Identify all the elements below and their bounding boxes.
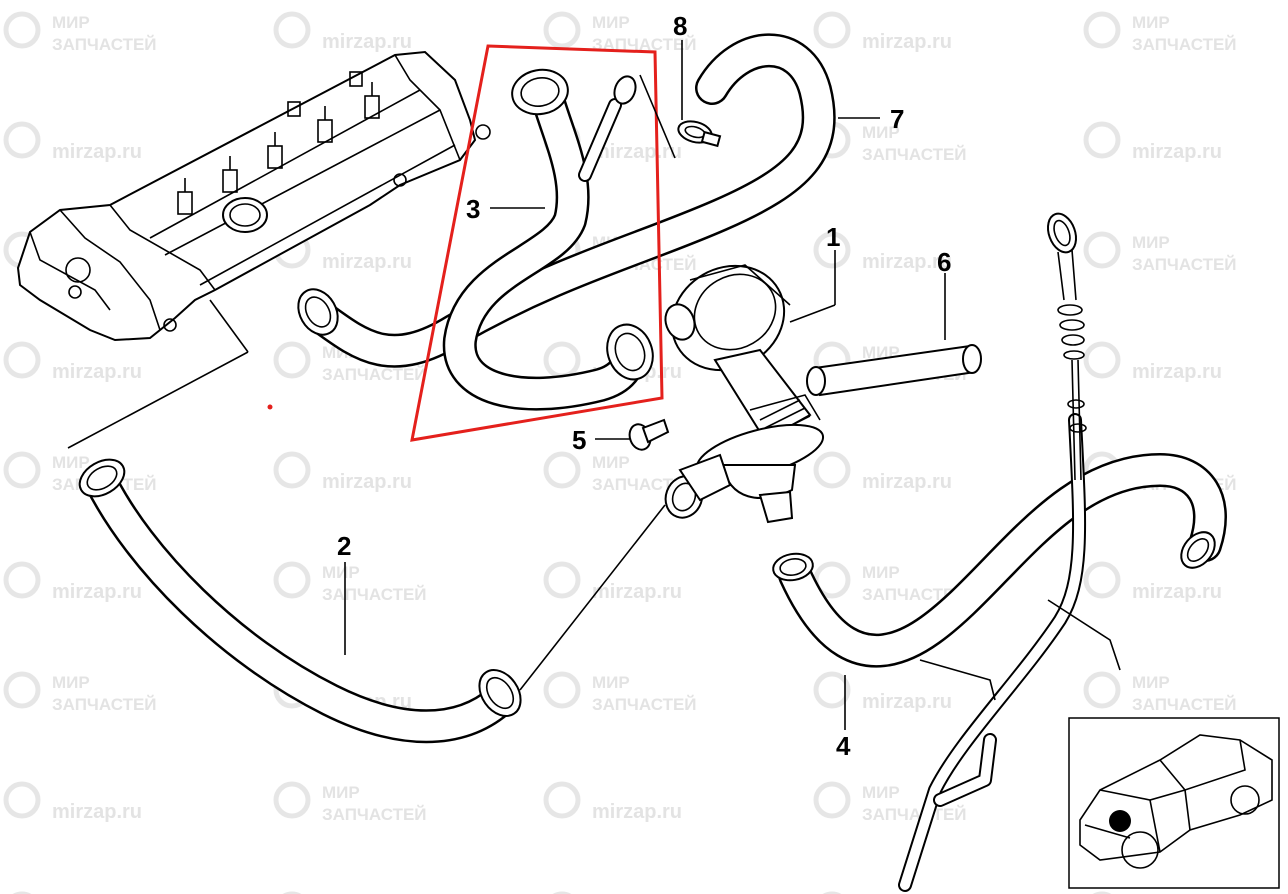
hose-3	[442, 68, 654, 411]
watermark-pin-icon	[813, 231, 851, 269]
watermark-pin-icon	[1083, 341, 1121, 379]
watermark-logo-line2: ЗАПЧАСТЕЙ	[862, 585, 967, 604]
watermark-domain: mirzap.ru	[862, 691, 952, 713]
watermark-domain: mirzap.ru	[592, 141, 682, 163]
watermark-pin-icon	[273, 451, 311, 489]
watermark-logo-line1: МИР	[52, 673, 90, 692]
watermark-pin-icon	[3, 781, 41, 819]
watermark-logo-line2: ЗАПЧАСТЕЙ	[322, 805, 427, 824]
watermark-logo-line1: МИР	[322, 783, 360, 802]
watermark-logo-line2: ЗАПЧАСТЕЙ	[1132, 35, 1237, 54]
location-marker-dot-icon	[1109, 810, 1131, 832]
hose-2	[78, 458, 666, 744]
watermark-domain: mirzap.ru	[1132, 581, 1222, 603]
watermark-pin-icon	[813, 671, 851, 709]
leader-lines	[344, 40, 946, 730]
callout-4: 4	[836, 731, 851, 761]
hose-clamp-8	[677, 120, 722, 148]
watermark-logo-line1: МИР	[592, 453, 630, 472]
watermark-logo-line1: МИР	[862, 123, 900, 142]
red-dot	[267, 404, 273, 410]
watermark-logo-line2: ЗАПЧАСТЕЙ	[1132, 695, 1237, 714]
watermark-pin-icon	[3, 121, 41, 159]
watermark-pin-icon	[3, 561, 41, 599]
watermark-domain: mirzap.ru	[592, 801, 682, 823]
watermark-domain: mirzap.ru	[1132, 141, 1222, 163]
hose-6	[806, 344, 982, 397]
callout-labels: 1 2 3 4 5 6 7 8	[337, 11, 951, 761]
watermark-pin-icon	[3, 11, 41, 49]
watermark-pin-icon	[543, 671, 581, 709]
watermark-domain: mirzap.ru	[52, 361, 142, 383]
watermark-logo-line1: МИР	[1132, 673, 1170, 692]
watermark-pin-icon	[813, 451, 851, 489]
watermark-domain: mirzap.ru	[862, 31, 952, 53]
dipstick	[1046, 212, 1087, 481]
watermark-domain: mirzap.ru	[322, 251, 412, 273]
screw-5	[628, 418, 670, 451]
watermark-logo-line2: ЗАПЧАСТЕЙ	[322, 365, 427, 384]
watermark-pin-icon	[543, 11, 581, 49]
watermark-logo-line1: МИР	[592, 673, 630, 692]
watermark-logo-line1: МИР	[1132, 233, 1170, 252]
callout-5: 5	[572, 425, 586, 455]
watermark-pin-icon	[273, 341, 311, 379]
highlight-frame	[410, 44, 664, 442]
watermark-pin-icon	[1083, 11, 1121, 49]
watermark-domain: mirzap.ru	[322, 471, 412, 493]
watermark-pin-icon	[1083, 121, 1121, 159]
watermark-logo-line1: МИР	[592, 13, 630, 32]
watermark-domain: mirzap.ru	[322, 31, 412, 53]
car-thumbnail-icon	[1068, 717, 1280, 889]
watermark-logo-line2: ЗАПЧАСТЕЙ	[52, 35, 157, 54]
watermark-pin-icon	[3, 451, 41, 489]
watermark-logo-line2: ЗАПЧАСТЕЙ	[862, 805, 967, 824]
watermark-domain: mirzap.ru	[862, 251, 952, 273]
watermark-domain: mirzap.ru	[52, 581, 142, 603]
watermark-pin-icon	[813, 781, 851, 819]
callout-8: 8	[673, 11, 687, 41]
callout-1: 1	[826, 222, 840, 252]
watermark-logo-line1: МИР	[52, 13, 90, 32]
watermark-logo-line1: МИР	[52, 453, 90, 472]
watermark-pin-icon	[543, 341, 581, 379]
watermark-pin-icon	[273, 11, 311, 49]
hose-4	[772, 453, 1227, 668]
callout-3: 3	[466, 194, 480, 224]
callout-7: 7	[890, 104, 904, 134]
pressure-control-valve-1	[664, 264, 825, 524]
watermark-logo-line1: МИР	[862, 563, 900, 582]
watermark-pin-icon	[543, 561, 581, 599]
watermark-pin-icon	[273, 561, 311, 599]
callout-2: 2	[337, 531, 351, 561]
watermark-logo-line2: ЗАПЧАСТЕЙ	[592, 695, 697, 714]
watermark-pin-icon	[1083, 671, 1121, 709]
watermark-pin-icon	[1083, 231, 1121, 269]
watermark-domain: mirzap.ru	[52, 141, 142, 163]
watermark-pin-icon	[543, 781, 581, 819]
watermark-domain: mirzap.ru	[1132, 361, 1222, 383]
watermark-pin-icon	[543, 451, 581, 489]
watermark-logo-line1: МИР	[322, 563, 360, 582]
watermark-domain: mirzap.ru	[862, 471, 952, 493]
watermark-pin-icon	[273, 781, 311, 819]
hose-7	[297, 33, 836, 368]
watermark-logo-line2: ЗАПЧАСТЕЙ	[52, 695, 157, 714]
watermark-logo-line2: ЗАПЧАСТЕЙ	[862, 145, 967, 164]
watermark-logo-line1: МИР	[862, 783, 900, 802]
watermark-domain: mirzap.ru	[52, 801, 142, 823]
watermark-domain: mirzap.ru	[592, 581, 682, 603]
valve-cover	[16, 50, 491, 449]
watermark-logo-line1: МИР	[1132, 13, 1170, 32]
watermark-logo-line2: ЗАПЧАСТЕЙ	[322, 585, 427, 604]
watermark-pin-icon	[3, 341, 41, 379]
watermark-pin-icon	[1083, 561, 1121, 599]
watermark-logo-line2: ЗАПЧАСТЕЙ	[1132, 255, 1237, 274]
dipstick-tube	[898, 413, 1121, 892]
callout-6: 6	[937, 247, 951, 277]
watermark-pin-icon	[3, 671, 41, 709]
watermark-pin-icon	[813, 11, 851, 49]
